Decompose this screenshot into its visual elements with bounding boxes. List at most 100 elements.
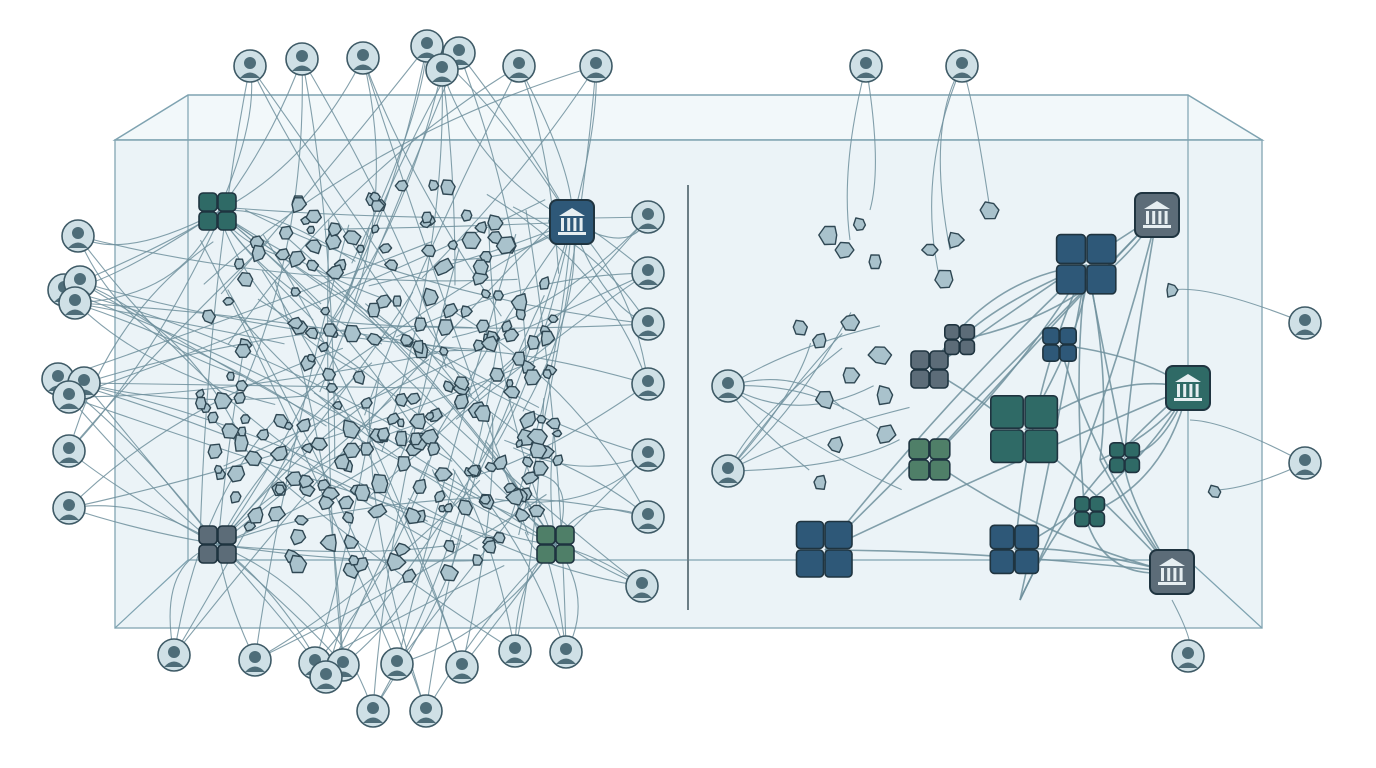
person-icon [1288, 446, 1322, 480]
fragment-shape [305, 209, 322, 224]
fragment-shape [229, 491, 242, 504]
connection-line [422, 428, 567, 653]
fragment-shape [526, 428, 548, 446]
person-icon [285, 42, 319, 76]
fragment-shape [207, 411, 219, 424]
cluster-block [1024, 429, 1059, 464]
connection-line [74, 302, 327, 427]
avatar-body [387, 670, 407, 676]
fragment-shape [289, 554, 308, 574]
fragment-shape [378, 243, 393, 254]
fragment-shape [443, 502, 454, 513]
avatar-head [69, 294, 81, 306]
fragment-shape [503, 328, 520, 343]
avatar-body [638, 523, 658, 529]
person-icon [52, 380, 86, 414]
avatar-head [456, 658, 468, 670]
fragment-shape [354, 484, 371, 502]
box-edge [1187, 559, 1263, 629]
fragment-shape [325, 264, 344, 280]
fragment-shape [842, 367, 861, 384]
fragment-shape [327, 222, 342, 237]
connection-line [495, 221, 573, 446]
cluster-block [824, 520, 853, 550]
bank-column [1161, 568, 1164, 581]
person-icon [631, 200, 665, 234]
connection-line [217, 211, 358, 372]
avatar-body [638, 330, 658, 336]
cluster-block [1124, 441, 1141, 458]
fragment-shape [325, 232, 342, 251]
avatar-body [856, 72, 876, 78]
avatar-body [1178, 662, 1198, 668]
fragment-shape [268, 505, 286, 522]
person-icon [52, 491, 86, 525]
fragment-shape [233, 258, 245, 270]
connection-line [1171, 288, 1306, 324]
cluster-block [929, 350, 949, 370]
connection-line [939, 65, 963, 251]
avatar-head [509, 642, 521, 654]
cluster-block [989, 524, 1015, 550]
avatar-head [296, 50, 308, 62]
cluster-block [198, 211, 218, 231]
fragment-shape [868, 254, 882, 270]
bank-base [1158, 582, 1186, 585]
bank-column [1189, 384, 1193, 397]
fragment-shape [201, 309, 216, 325]
avatar-body [718, 477, 738, 483]
glass-box [112, 94, 1265, 629]
connection-line [824, 387, 1189, 551]
fragment-shape [338, 495, 355, 510]
fragment-shape [453, 393, 469, 410]
fragment-shape [812, 332, 827, 349]
cluster-block [1042, 327, 1060, 345]
fragment-shape [317, 341, 329, 353]
connection-line [1124, 214, 1158, 456]
fragment-shape [442, 302, 459, 319]
connection-line [79, 281, 248, 452]
fragment-shape [222, 297, 235, 306]
fragment-shape [332, 400, 343, 411]
people [41, 29, 1322, 728]
avatar-head [320, 668, 332, 680]
avatar-head [63, 499, 75, 511]
person-icon [631, 256, 665, 290]
connection-line [318, 69, 443, 340]
fragment-shape [287, 316, 304, 330]
connection-line [461, 414, 494, 668]
fragment-shape [480, 335, 498, 353]
cluster-block [1109, 457, 1126, 474]
connection-line [1086, 264, 1126, 456]
avatar-head [642, 264, 654, 276]
fragment-shape [304, 327, 319, 340]
fragment-shape [536, 414, 547, 424]
fragment-shape [397, 456, 411, 472]
bank-column [567, 218, 571, 231]
person-icon [238, 643, 272, 677]
fragment-shape [386, 412, 401, 426]
fragment-shape [818, 225, 838, 246]
fragment-shape [370, 199, 386, 212]
cluster-block [989, 549, 1015, 575]
avatar-body [952, 72, 972, 78]
connection-line [217, 496, 486, 546]
connection-line [512, 206, 649, 325]
connection-line [1014, 387, 1189, 551]
fragment-shape [428, 179, 440, 191]
connection-line [327, 320, 649, 329]
avatar-body [638, 461, 658, 467]
fragment-shape [237, 272, 254, 287]
avatar-head [72, 227, 84, 239]
avatar-head [642, 508, 654, 520]
fragment-shape [318, 495, 335, 511]
person-icon [425, 53, 459, 87]
fragment-shape [274, 248, 290, 261]
bank-roof [1175, 374, 1201, 382]
fragment-shape [482, 539, 497, 554]
avatar-head [1182, 647, 1194, 659]
connection-line [83, 382, 219, 546]
connection-line [68, 241, 214, 452]
connection-line [1189, 419, 1306, 464]
fragment-shape [375, 294, 392, 309]
